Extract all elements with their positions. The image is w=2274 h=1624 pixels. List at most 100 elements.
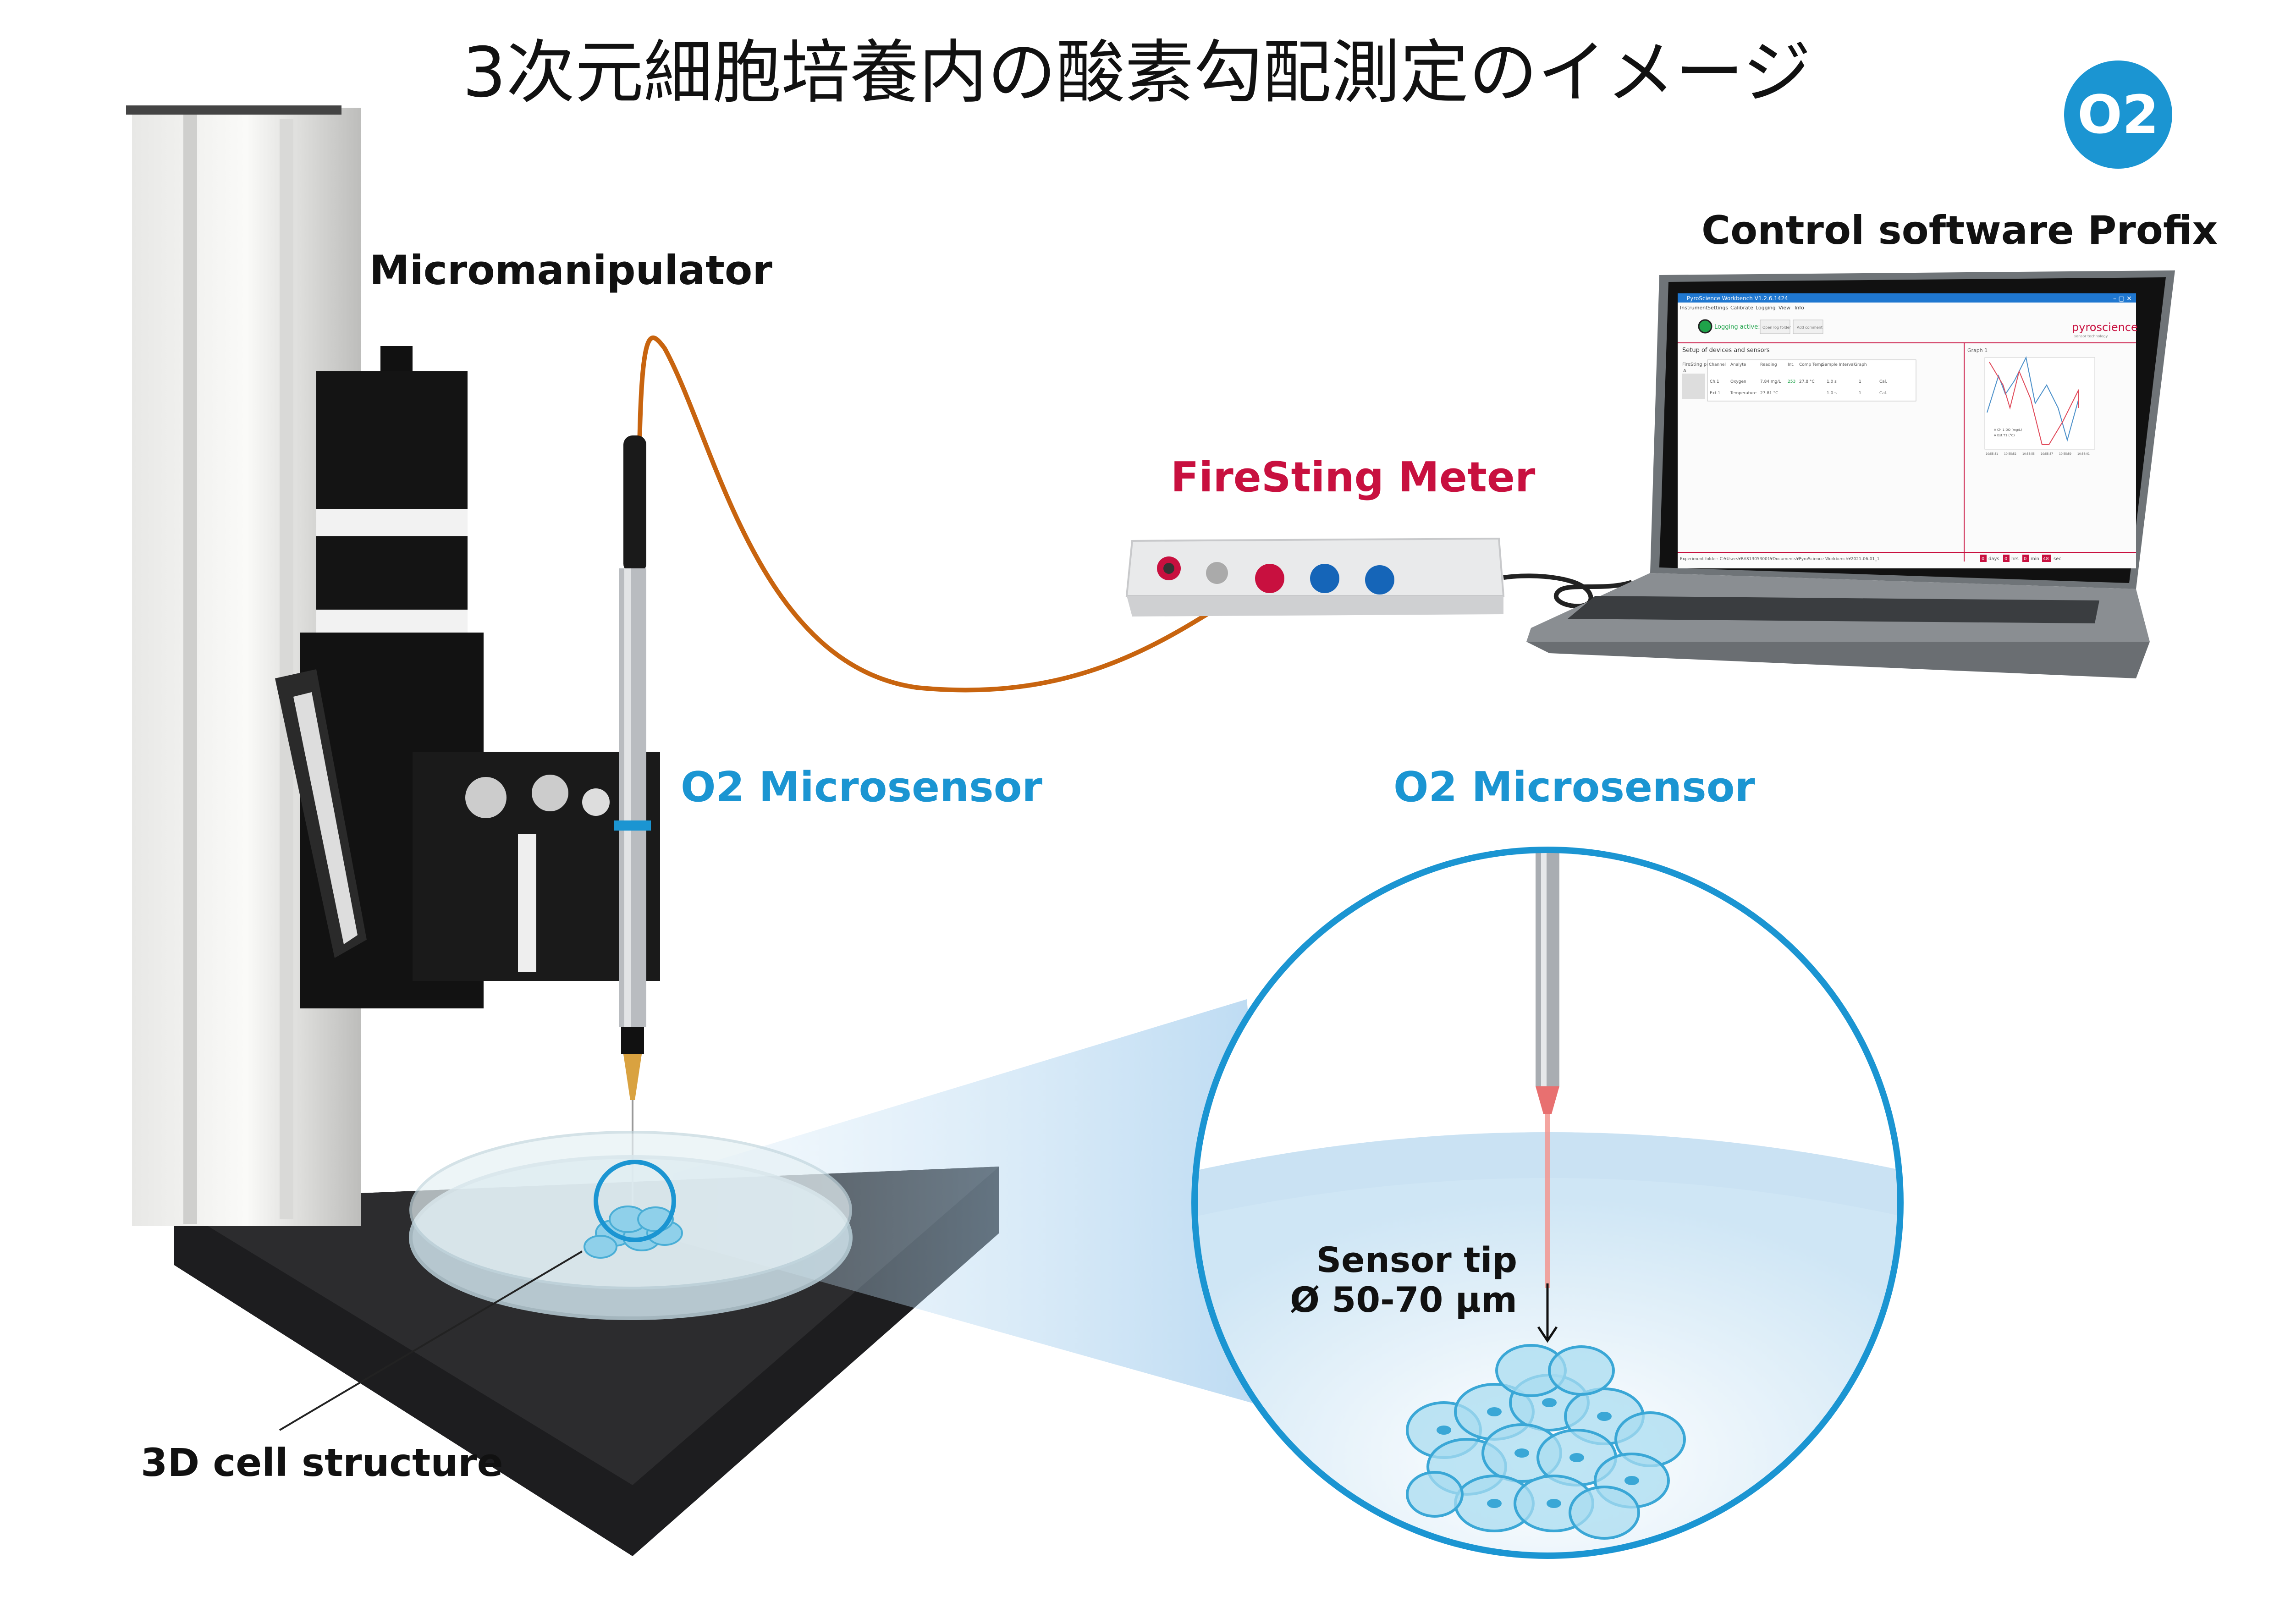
shape <box>582 788 610 816</box>
shape <box>1163 563 1174 574</box>
shape <box>2003 555 2010 562</box>
shape <box>1206 562 1228 584</box>
menu-calibrate[interactable]: Calibrate <box>1730 305 1753 311</box>
shape <box>532 775 568 811</box>
window-title: PyroScience Workbench V1.2.6.1424 <box>1687 295 1788 302</box>
o2-microsensor-label-right: O2 Microsensor <box>1393 763 1756 811</box>
menu-view[interactable]: View <box>1778 305 1790 311</box>
sensor-tip-size: Ø 50-70 µm <box>1290 1279 1517 1320</box>
shape <box>465 777 507 818</box>
logging-timer: 0 days 0 hrs 0 min 48 sec <box>1980 555 2061 562</box>
o2-microsensor-pen <box>614 435 651 1210</box>
micromanipulator <box>275 346 660 1008</box>
shape <box>1487 1499 1502 1508</box>
text-label: 10:55:51 <box>1986 452 1998 456</box>
shape <box>624 568 631 1027</box>
firesting-meter <box>1125 537 1505 617</box>
shape <box>1542 1398 1557 1407</box>
text-label: 10:55:52 <box>2004 452 2016 456</box>
open-log-folder-button[interactable] <box>1760 319 1790 334</box>
shape <box>1526 642 2150 678</box>
text-label: 10:55:57 <box>2041 452 2053 456</box>
add-comment-button[interactable] <box>1793 319 1823 334</box>
shape <box>1569 1486 1640 1540</box>
logging-status: Logging active: <box>1714 324 1760 330</box>
graph-title: Graph 1 <box>1967 347 1988 353</box>
shape <box>1487 1407 1502 1416</box>
shape <box>594 1160 676 1242</box>
text-label: Sample Interval <box>1822 363 1855 367</box>
menu-bar: Instrument Settings Calibrate Logging Vi… <box>1680 305 1804 311</box>
text-label: 7.84 mg/L <box>1760 380 1781 384</box>
shape <box>183 115 197 1224</box>
shape <box>1191 847 1904 1559</box>
o2-badge: O2 <box>2064 61 2172 169</box>
shape <box>1310 564 1339 593</box>
shape <box>1547 1499 1561 1508</box>
shape <box>2022 555 2029 562</box>
text-label: Cal. <box>1879 380 1887 384</box>
petri-dish <box>409 1131 853 1320</box>
shape <box>380 346 413 374</box>
shape <box>1568 596 2099 623</box>
shape <box>1365 565 1394 595</box>
table-row[interactable]: Ext.1 Temperature 27.81 °C 1.0 s 1 Cal. <box>1710 391 1887 396</box>
cell-structure-label: 3D cell structure <box>141 1440 503 1485</box>
shape <box>614 820 651 831</box>
text-label: days <box>1988 556 1999 562</box>
shape <box>1127 596 1503 617</box>
text-label: Int. <box>1788 363 1795 367</box>
logging-indicator-icon <box>1698 319 1712 334</box>
menu-settings[interactable]: Settings <box>1707 305 1728 311</box>
text-label: 1 <box>1859 391 1861 396</box>
menu-info[interactable]: Info <box>1795 305 1804 311</box>
text-label: Graph <box>1854 363 1867 367</box>
menu-instrument[interactable]: Instrument <box>1680 305 1708 311</box>
shape <box>1255 564 1284 593</box>
shape <box>1541 850 1547 1086</box>
menu-logging[interactable]: Logging <box>1756 305 1776 311</box>
text-label: 253 <box>1788 380 1795 384</box>
shape <box>2042 555 2051 562</box>
text-label: A Ext.T1 (°C) <box>1994 434 2015 437</box>
shape <box>621 1027 644 1054</box>
oxygen-series <box>1987 356 2079 442</box>
shape <box>1437 1398 1639 1508</box>
text-label: hrs <box>2011 556 2019 562</box>
pyroscience-logo: pyroscience <box>2072 321 2138 334</box>
text-label: Open log folder <box>1762 325 1791 330</box>
shape <box>1195 850 1900 1556</box>
shape <box>1514 1448 1529 1458</box>
profix-software-window: PyroScience Workbench V1.2.6.1424 – ▢ ✕ … <box>1678 293 2138 568</box>
micromanipulator-label: Micromanipulator <box>369 247 772 294</box>
shape <box>1406 1471 1464 1518</box>
window-controls[interactable]: – ▢ ✕ <box>2113 295 2132 303</box>
text-label: sensor technology <box>2074 334 2108 338</box>
device-thumbnail <box>1682 374 1705 399</box>
arrow-head-icon <box>1537 1326 1558 1343</box>
shape <box>518 834 536 972</box>
graph-x-ticks: 10:55:51 10:55:52 10:55:55 10:55:57 10:5… <box>1986 452 2090 456</box>
sensor-tip-label: Sensor tip <box>1316 1239 1517 1280</box>
text-label: Temperature <box>1730 391 1756 396</box>
setup-title: Setup of devices and sensors <box>1682 347 1770 354</box>
o2-badge-label: O2 <box>2077 84 2159 146</box>
shape <box>293 692 358 944</box>
text-label: sec <box>2054 556 2061 562</box>
text-label: 0 <box>1982 556 1984 562</box>
text-label: A <box>1683 369 1686 374</box>
shape <box>316 509 468 536</box>
shape <box>126 105 341 115</box>
shape <box>584 1235 617 1259</box>
text-label: Ext.1 <box>1710 391 1720 396</box>
o2-microsensor-label-left: O2 Microsensor <box>681 763 1043 811</box>
text-label: Ch.1 <box>1710 380 1719 384</box>
text-label: Cal. <box>1879 391 1887 396</box>
shape <box>1569 1453 1584 1462</box>
text-label: Add comment <box>1797 325 1823 330</box>
shape <box>1536 1086 1559 1114</box>
shape <box>1548 1345 1615 1396</box>
table-row[interactable]: Ch.1 Oxygen 7.84 mg/L 253 27.8 °C 1.0 s … <box>1710 380 1887 384</box>
shape <box>1707 359 1916 402</box>
